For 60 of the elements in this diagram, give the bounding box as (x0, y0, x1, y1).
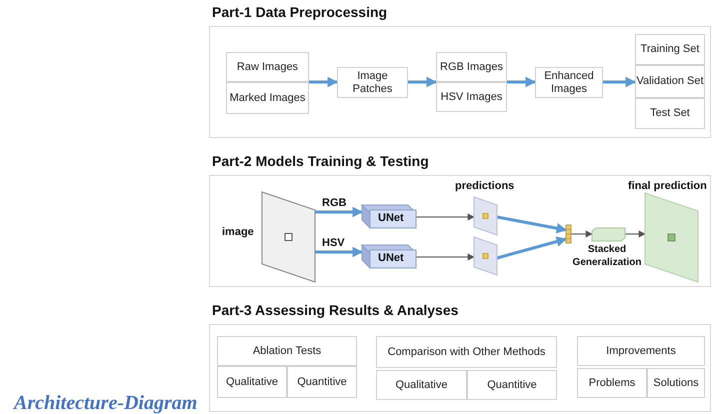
box-label: Problems (588, 376, 636, 390)
arrow (416, 214, 475, 220)
arrow (624, 230, 646, 238)
model-label: UNet (378, 212, 404, 224)
picture-caption: final prediction (628, 180, 707, 193)
arrow (315, 246, 364, 258)
process-box (217, 336, 357, 366)
box-label: HSV Images (440, 90, 502, 104)
box-label: Improvements (606, 344, 676, 358)
box-label: Solutions (653, 376, 699, 390)
box-label: Qualitative (396, 378, 448, 392)
box-label: Marked Images (230, 92, 306, 104)
box-label: Quantitive (297, 376, 347, 388)
process-box (577, 368, 647, 398)
process-box (535, 67, 603, 98)
box-label: Quantitive (487, 378, 537, 392)
box-label: Image Patches (352, 70, 394, 96)
process-box (287, 366, 357, 398)
section-heading: Part-3 Assessing Results & Analyses (212, 302, 458, 318)
arrow (496, 216, 568, 234)
box-label: RGB Images (440, 60, 503, 74)
process-box (376, 336, 557, 368)
section-heading: Part-1 Data Preprocessing (212, 4, 388, 20)
arrow (603, 76, 636, 88)
box-label: Validation Set (636, 75, 704, 88)
box-label: Qualitative (226, 376, 278, 388)
process-box (467, 370, 557, 400)
process-box (647, 368, 705, 398)
process-box (436, 82, 507, 112)
arrow (507, 76, 536, 88)
arrow (315, 206, 364, 218)
model-label: UNet (378, 252, 404, 264)
box-label: Ablation Tests (252, 344, 322, 358)
process-box (436, 52, 507, 82)
box-label: Training Set (640, 43, 700, 56)
box-label: Comparison with Other Methods (388, 346, 546, 358)
box-label: Test Set (650, 107, 690, 120)
process-box (226, 82, 309, 114)
picture-caption: Stacked Generalization (572, 243, 642, 269)
box-label: Raw Images (236, 60, 298, 74)
process-box (226, 52, 309, 82)
group-label: predictions (455, 180, 514, 193)
diagram-caption: Architecture-Diagram (14, 392, 198, 414)
process-box (217, 366, 287, 398)
process-box (635, 34, 705, 65)
picture-caption: image (222, 226, 254, 239)
process-box (376, 370, 467, 400)
edge-label: HSV (321, 237, 346, 249)
process-box (635, 65, 705, 98)
process-box (577, 336, 705, 366)
section-heading: Part-2 Models Training & Testing (212, 153, 429, 169)
arrow (408, 76, 438, 88)
arrow (416, 254, 475, 260)
edge-label: RGB (321, 197, 348, 209)
process-box (635, 98, 705, 129)
process-box (337, 67, 408, 98)
box-label: Enhanced Images (543, 70, 595, 96)
arrow (496, 236, 567, 260)
arrow (309, 76, 338, 88)
arrow (570, 230, 593, 238)
